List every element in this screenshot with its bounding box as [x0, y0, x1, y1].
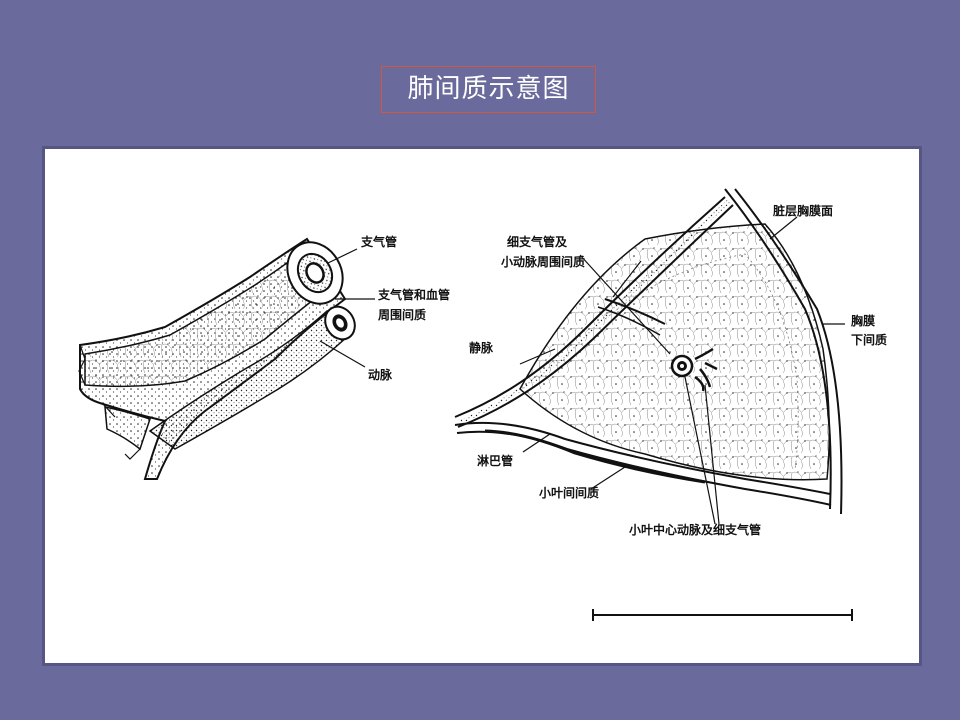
- bottom-septum: [454, 421, 831, 495]
- scale-bar: [592, 609, 853, 621]
- label-subpleural-line1: 胸膜: [851, 313, 875, 328]
- secondary-lobule-drawing: [454, 188, 843, 515]
- label-interlobular: 小叶间间质: [539, 485, 599, 500]
- label-bronchus: 支气管: [360, 234, 397, 249]
- label-lymph: 淋巴管: [477, 453, 513, 468]
- vein-channel: [459, 199, 731, 424]
- bronchus-artery-drawing: [78, 237, 356, 480]
- centrilobular-structure: [670, 347, 718, 392]
- lobule-body: [519, 223, 830, 481]
- slide-title: 肺间质示意图: [381, 66, 596, 113]
- label-peri-line1: 支气管和血管: [377, 287, 450, 302]
- label-fine-line2: 小动脉周围间质: [501, 254, 585, 269]
- visceral-pleura: [724, 188, 832, 510]
- label-artery: 动脉: [368, 367, 393, 382]
- label-visceral-pleura: 脏层胸膜面: [773, 203, 833, 218]
- lung-interstitium-diagram: 支气管 支气管和血管 周围间质 动脉 细支气管及 小动脉周围间质 脏层胸膜面 胸…: [42, 146, 922, 666]
- label-peri-line2: 周围间质: [378, 307, 426, 322]
- label-vein: 静脉: [469, 340, 494, 355]
- label-fine-line1: 细支气管及: [507, 234, 568, 249]
- lymphatic-channel: [484, 429, 706, 484]
- label-centrilobular: 小叶中心动脉及细支气管: [629, 522, 761, 537]
- left-leader-lines: [319, 248, 375, 368]
- label-subpleural-line2: 下间质: [851, 332, 887, 347]
- right-leader-lines: [519, 216, 845, 525]
- upper-septum: [454, 196, 726, 418]
